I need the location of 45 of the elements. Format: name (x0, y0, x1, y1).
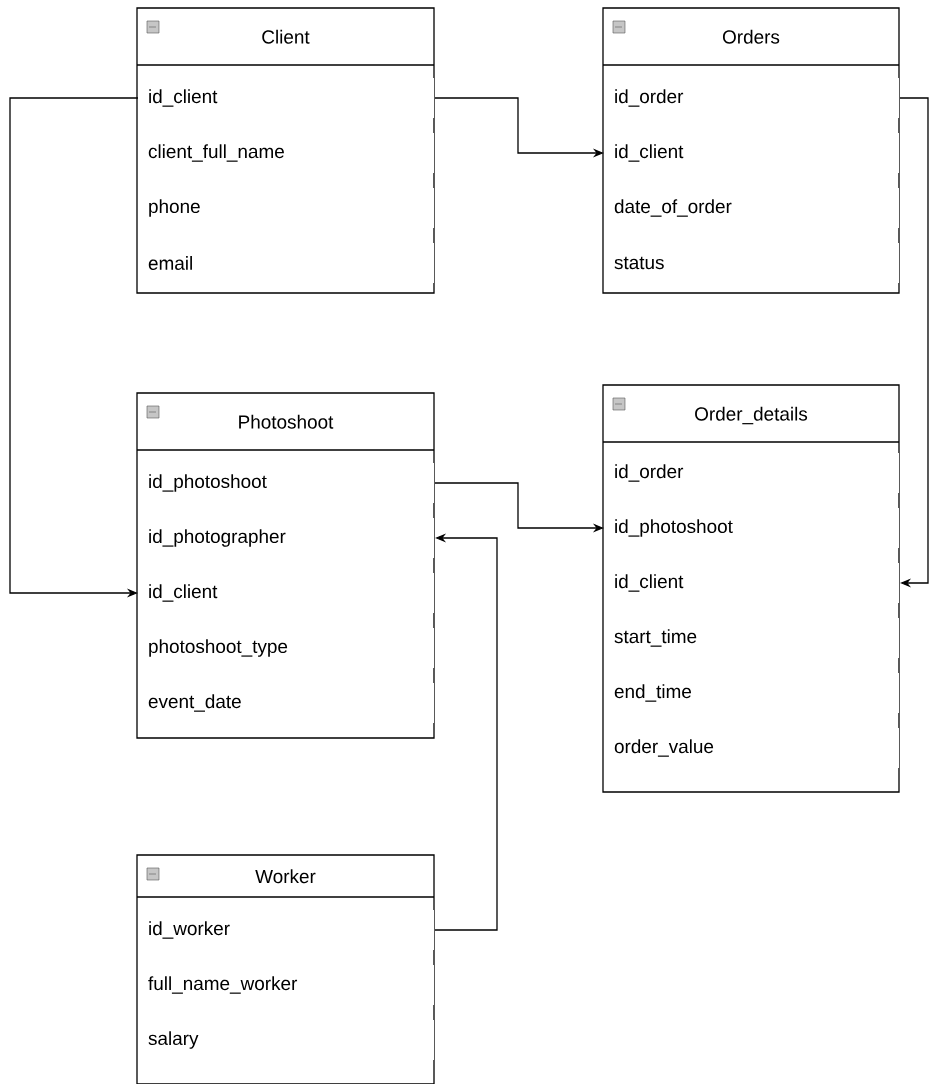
table-row: id_client (605, 133, 899, 173)
node-label: start_time (614, 629, 697, 647)
table-row: event_date (139, 683, 434, 723)
node-label: end_time (614, 684, 692, 702)
node-label: id_client (615, 144, 684, 162)
table-row: id_order (605, 78, 899, 118)
table-row: start_time (605, 618, 899, 658)
table-row: id_photoshoot (605, 508, 899, 548)
table-row: salary (139, 1020, 434, 1060)
node-label: id_photoshoot (615, 519, 733, 537)
node-label: client_full_name (148, 144, 284, 162)
table-row: photoshoot_type (139, 628, 434, 668)
table-row: date_of_order (605, 188, 899, 228)
node-label: photoshoot_type (149, 639, 288, 657)
node-label: id_order (615, 89, 684, 107)
node-label: email (148, 256, 192, 270)
node-label: date_of_order (614, 199, 732, 217)
table-row: id_photographer (139, 518, 434, 558)
node-label: id_photoshoot (149, 474, 267, 492)
table-row: id_client (139, 78, 434, 118)
table-row: id_photoshoot (139, 463, 434, 503)
node-label: full_name_worker (148, 976, 298, 994)
node-label: id_client (149, 89, 218, 107)
node-label: phone (149, 199, 200, 217)
node-label: id_order (615, 464, 684, 482)
node-label: id_client (149, 584, 218, 602)
node-label: id_photographer (149, 529, 286, 547)
connector-arrow (899, 97, 929, 588)
table-row: id_order (605, 453, 899, 493)
table-row: id_client (605, 563, 899, 603)
node-label: id_client (615, 574, 684, 592)
table-row: email (139, 243, 434, 283)
table-row: id_client (139, 573, 434, 613)
node-label: event_date (148, 694, 241, 712)
table-row: id_worker (139, 910, 434, 950)
table-row: order_value (605, 728, 899, 768)
table-row: end_time (605, 673, 899, 713)
table-row: phone (139, 188, 434, 228)
table-row: client_full_name (139, 133, 434, 173)
node-label: id_worker (149, 921, 230, 939)
table-row: status (605, 243, 899, 283)
node-label: status (614, 256, 664, 270)
node-label: order_value (614, 739, 714, 757)
node-label: salary (148, 1031, 199, 1049)
table-row: full_name_worker (139, 965, 434, 1005)
